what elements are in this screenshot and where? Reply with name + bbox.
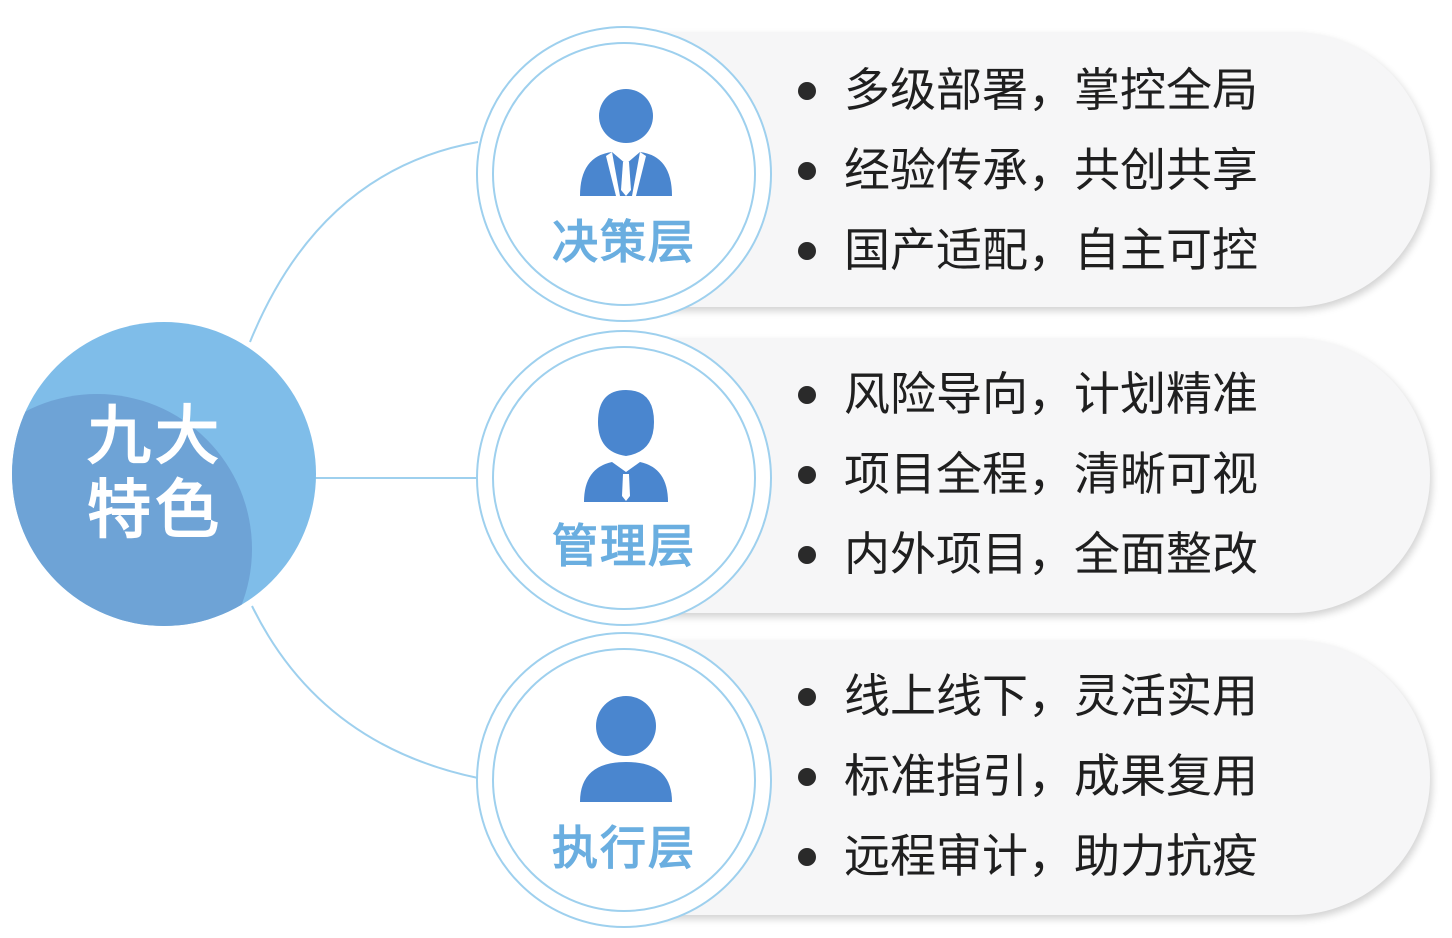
- list-item: 经验传承，共创共享: [798, 130, 1258, 210]
- list-item: 远程审计，助力抗疫: [798, 816, 1258, 896]
- decision-feature-list: 多级部署，掌控全局 经验传承，共创共享 国产适配，自主可控: [798, 50, 1258, 290]
- role-decision-layer: 决策层: [476, 26, 772, 322]
- staff-person-icon: [580, 696, 672, 802]
- manager-person-icon: [584, 390, 668, 502]
- list-item-text: 风险导向，计划精准: [844, 367, 1258, 421]
- bullet-icon: [798, 545, 816, 564]
- list-item-text: 标准指引，成果复用: [844, 749, 1258, 803]
- list-item-text: 项目全程，清晰可视: [844, 447, 1258, 501]
- bullet-icon: [798, 767, 816, 786]
- execution-feature-list: 线上线下，灵活实用 标准指引，成果复用 远程审计，助力抗疫: [798, 656, 1258, 896]
- list-item-text: 经验传承，共创共享: [844, 143, 1258, 197]
- list-item: 风险导向，计划精准: [798, 354, 1258, 434]
- list-item-text: 线上线下，灵活实用: [844, 669, 1258, 723]
- role-label-decision: 决策层: [552, 215, 696, 269]
- role-label-management: 管理层: [552, 519, 696, 573]
- list-item-text: 国产适配，自主可控: [844, 223, 1258, 277]
- bullet-icon: [798, 385, 816, 404]
- list-item: 标准指引，成果复用: [798, 736, 1258, 816]
- bullet-icon: [798, 161, 816, 180]
- list-item: 国产适配，自主可控: [798, 210, 1258, 290]
- center-hub: 九大 特色: [12, 322, 316, 626]
- bullet-icon: [798, 687, 816, 706]
- list-item-text: 远程审计，助力抗疫: [844, 829, 1258, 883]
- hub-title-line2: 特色: [87, 474, 223, 548]
- role-execution-layer: 执行层: [476, 632, 772, 928]
- hub-title-line1: 九大: [87, 400, 223, 474]
- list-item: 线上线下，灵活实用: [798, 656, 1258, 736]
- list-item: 内外项目，全面整改: [798, 514, 1258, 594]
- list-item-text: 多级部署，掌控全局: [844, 63, 1258, 117]
- bullet-icon: [798, 465, 816, 484]
- management-feature-list: 风险导向，计划精准 项目全程，清晰可视 内外项目，全面整改: [798, 354, 1258, 594]
- executive-person-icon: [580, 89, 672, 196]
- bullet-icon: [798, 81, 816, 100]
- list-item: 多级部署，掌控全局: [798, 50, 1258, 130]
- hub-title: 九大 特色: [12, 322, 316, 626]
- list-item: 项目全程，清晰可视: [798, 434, 1258, 514]
- bullet-icon: [798, 847, 816, 866]
- bullet-icon: [798, 241, 816, 260]
- role-management-layer: 管理层: [476, 330, 772, 626]
- list-item-text: 内外项目，全面整改: [844, 527, 1258, 581]
- role-label-execution: 执行层: [552, 821, 696, 875]
